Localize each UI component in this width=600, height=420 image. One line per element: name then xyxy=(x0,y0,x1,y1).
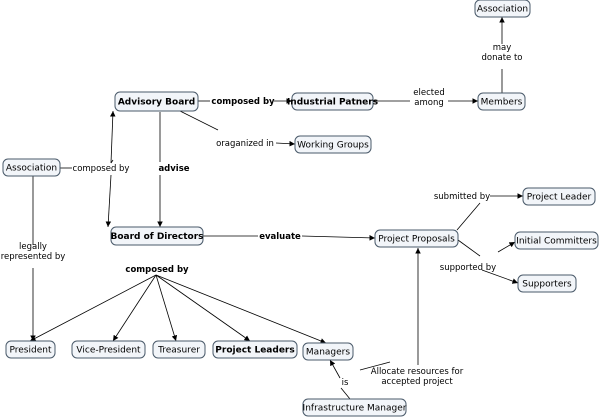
node-advisory-board[interactable]: Advisory Board xyxy=(114,91,199,112)
node-box xyxy=(302,398,407,417)
node-box xyxy=(110,226,204,246)
node-label: Initial Committers xyxy=(516,237,597,247)
link-label-submitted-by: submitted by xyxy=(434,192,490,202)
node-working-groups[interactable]: Working Groups xyxy=(294,135,372,154)
node-box xyxy=(474,0,531,18)
node-industrial-patners[interactable]: Industrial Patners xyxy=(287,92,378,111)
node-label: Supporters xyxy=(522,280,572,290)
node-box xyxy=(477,92,526,111)
connector-line xyxy=(155,274,251,342)
node-association-top[interactable]: Association xyxy=(474,0,531,18)
node-label: Project Proposals xyxy=(378,235,455,245)
link-label-advise: advise xyxy=(158,164,189,174)
node-box xyxy=(302,342,354,361)
node-president[interactable]: President xyxy=(5,340,56,359)
link-label-text: represented by xyxy=(1,252,66,262)
link-label-text: submitted by xyxy=(434,192,490,202)
connector-line xyxy=(112,274,157,342)
connector-line xyxy=(301,235,376,241)
connector-line xyxy=(340,387,351,400)
link-label-composed-by-board: composed by xyxy=(125,265,189,275)
node-project-leader[interactable]: Project Leader xyxy=(522,187,596,206)
node-members[interactable]: Members xyxy=(477,92,526,111)
node-vice-president[interactable]: Vice-President xyxy=(71,340,146,359)
connector-line xyxy=(155,274,178,342)
node-label: Managers xyxy=(306,348,350,358)
link-label-is: is xyxy=(342,378,349,388)
connector-line xyxy=(275,140,296,147)
node-box xyxy=(291,92,374,111)
connector-line xyxy=(109,110,116,164)
node-label: Industrial Patners xyxy=(287,98,378,108)
node-project-leaders[interactable]: Project Leaders xyxy=(212,340,298,359)
node-label: Board of Directors xyxy=(110,232,203,242)
node-box xyxy=(514,231,599,250)
node-box xyxy=(294,135,372,154)
connector-line xyxy=(456,202,481,231)
node-initial-committers[interactable]: Initial Committers xyxy=(514,231,599,250)
node-box xyxy=(5,340,56,359)
link-label-text: legally xyxy=(19,242,47,252)
node-association-left[interactable]: Association xyxy=(2,158,61,177)
link-label-text: accepted project xyxy=(381,377,453,387)
link-label-text: advise xyxy=(158,164,189,174)
link-label-text: may xyxy=(493,43,512,53)
link-label-text: elected xyxy=(413,88,444,98)
node-box xyxy=(2,158,61,177)
link-label-text: among xyxy=(414,98,443,108)
link-label-composed-by-left: composed by xyxy=(73,164,130,174)
node-board-of-directors[interactable]: Board of Directors xyxy=(110,226,204,246)
link-label-text: composed by xyxy=(73,164,130,174)
node-label: Working Groups xyxy=(297,141,369,151)
link-label-oraganized-in: oraganized in xyxy=(216,139,274,149)
link-label-text: composed by xyxy=(125,265,189,275)
node-label: Project Leaders xyxy=(215,346,294,356)
node-infrastructure-manager[interactable]: Infrastructure Manager xyxy=(302,398,407,417)
link-label-text: composed by xyxy=(211,97,275,107)
link-label-text: oraganized in xyxy=(216,139,274,149)
connector-line xyxy=(481,269,519,284)
node-label: Vice-President xyxy=(76,346,141,356)
node-box xyxy=(152,340,206,359)
connector-line xyxy=(29,274,157,342)
link-label-text: supported by xyxy=(440,263,496,273)
node-box xyxy=(71,340,146,359)
node-box xyxy=(212,340,298,359)
link-label-text: evaluate xyxy=(259,232,301,242)
node-label: Association xyxy=(6,164,57,174)
link-label-evaluate: evaluate xyxy=(259,232,301,242)
node-label: Treasurer xyxy=(157,346,200,356)
node-label: Members xyxy=(481,98,523,108)
connector-line xyxy=(329,359,341,379)
node-managers[interactable]: Managers xyxy=(302,342,354,361)
connector-line xyxy=(155,274,327,344)
link-label-supported-by: supported by xyxy=(440,263,496,273)
node-box xyxy=(522,187,596,206)
node-project-proposals[interactable]: Project Proposals xyxy=(374,229,459,248)
node-label: Association xyxy=(477,5,528,15)
node-label: President xyxy=(10,346,52,356)
connector-line xyxy=(105,174,112,228)
node-box xyxy=(374,229,459,248)
node-treasurer[interactable]: Treasurer xyxy=(152,340,206,359)
node-label: Infrastructure Manager xyxy=(303,404,407,414)
link-label-composed-by-top: composed by xyxy=(211,97,275,107)
node-box xyxy=(114,91,199,112)
connector-line xyxy=(497,241,516,253)
link-label-text: Allocate resources for xyxy=(371,367,464,377)
node-label: Project Leader xyxy=(527,193,592,203)
link-label-text: is xyxy=(342,378,349,388)
connector-line xyxy=(359,361,391,371)
node-label: Advisory Board xyxy=(118,98,195,108)
connector-line xyxy=(457,239,481,257)
link-label-text: donate to xyxy=(482,53,523,63)
node-box xyxy=(517,274,577,293)
node-supporters[interactable]: Supporters xyxy=(517,274,577,293)
connector-line xyxy=(179,110,219,131)
